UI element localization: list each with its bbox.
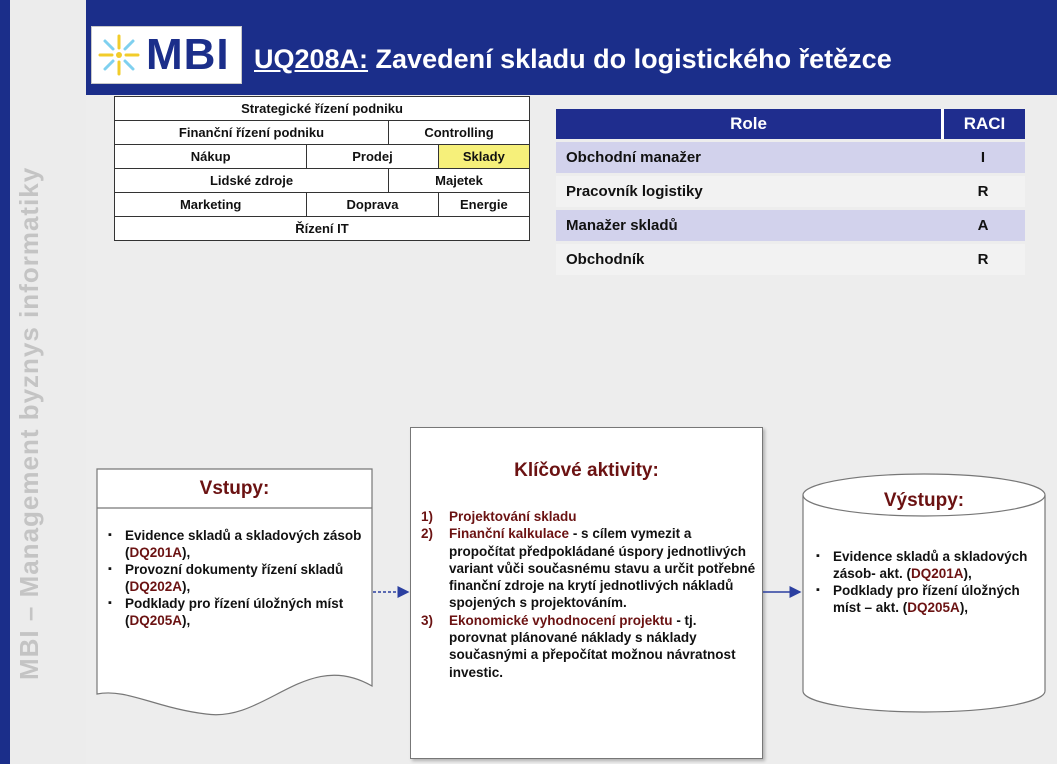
doc-code: DQ205A [907,600,960,615]
org-cell-strategic: Strategické řízení podniku [114,96,530,121]
process-code: UQ208A: [254,44,369,74]
org-cell-energy: Energie [437,192,531,217]
activities-title: Klíčové aktivity: [514,460,659,481]
doc-code: DQ201A [911,566,964,581]
raci-role: Obchodní manažer [556,142,941,173]
org-cell-sales: Prodej [306,144,439,169]
raci-header-role: Role [556,109,941,139]
org-cell-assets: Majetek [388,168,530,193]
org-cell-controlling: Controlling [388,120,530,145]
org-cell-hr: Lidské zdroje [113,168,390,193]
org-cell-it: Řízení IT [114,216,530,241]
outputs-title: Výstupy: [883,490,965,511]
header-bar: MBI UQ208A: Zavedení skladu do logistick… [86,0,1057,95]
doc-code: DQ202A [129,579,183,594]
org-chart-table: Strategické řízení podniku Finanční říze… [113,96,531,241]
raci-role: Manažer skladů [556,210,941,241]
raci-table: Role RACI Obchodní manažer I Pracovník l… [556,106,1025,278]
org-cell-marketing: Marketing [113,192,308,217]
raci-value: A [941,210,1025,241]
raci-role: Obchodník [556,244,941,275]
org-cell-finance: Finanční řízení podniku [113,120,390,145]
list-item: Evidence skladů a skladových zásob (DQ20… [108,527,366,561]
list-item: Provozní dokumenty řízení skladů (DQ202A… [108,561,366,595]
doc-code: DQ201A [129,545,183,560]
table-row: Obchodní manažer I [556,142,1025,173]
raci-value: R [941,176,1025,207]
list-item: 3)Ekonomické vyhodnocení projektu - tj. … [421,612,736,680]
activities-list: 1)Projektování skladu 2)Finanční kalkula… [421,508,757,681]
list-item: 2)Finanční kalkulace - s cílem vymezit a… [421,526,756,611]
table-row: Manažer skladů A [556,210,1025,241]
table-row: Obchodník R [556,244,1025,275]
list-item: Podklady pro řízení úložných míst (DQ205… [108,595,366,629]
page-title: UQ208A: Zavedení skladu do logistického … [254,44,892,75]
sidebar-vertical-text: MBI – Management byznys informatiky [14,166,44,680]
sidebar: MBI – Management byznys informatiky [10,0,87,764]
inputs-title: Vstupy: [199,478,270,499]
logo-text: MBI [146,30,230,79]
process-name: Zavedení skladu do logistického řetězce [368,44,892,74]
mbi-logo: MBI [91,26,242,84]
inputs-list: Evidence skladů a skladových zásob (DQ20… [108,527,366,629]
doc-code: DQ205A [129,613,183,628]
sun-logo-icon [98,34,140,76]
org-cell-purchase: Nákup [113,144,308,169]
org-cell-warehouses: Sklady [437,144,531,169]
outputs-list: Evidence skladů a skladových zásob- akt.… [816,548,1038,616]
org-cell-transport: Doprava [306,192,439,217]
table-row: Pracovník logistiky R [556,176,1025,207]
raci-value: R [941,244,1025,275]
list-item: Podklady pro řízení úložných míst – akt.… [816,582,1038,616]
raci-value: I [941,142,1025,173]
raci-header-raci: RACI [941,109,1025,139]
raci-role: Pracovník logistiky [556,176,941,207]
list-item: Evidence skladů a skladových zásob- akt.… [816,548,1038,582]
list-item: 1)Projektování skladu [421,509,577,524]
left-frame-bar [0,0,10,764]
key-activities-box: Klíčové aktivity: 1)Projektování skladu … [410,427,763,759]
